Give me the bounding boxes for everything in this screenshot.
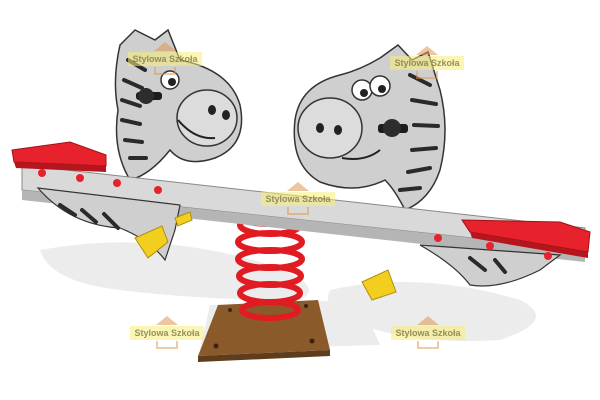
- beam-bolts: [38, 169, 552, 260]
- right-zebra-panel: [293, 44, 446, 211]
- left-zebra-handle: [136, 88, 162, 104]
- right-footrest: [361, 269, 397, 301]
- left-footrest: [134, 211, 193, 259]
- right-seat: [461, 219, 591, 258]
- left-zebra-panel: [114, 28, 243, 181]
- left-seat: [11, 141, 107, 172]
- right-zebra-handle: [378, 119, 408, 137]
- seesaw-beam: [21, 164, 586, 287]
- base-plate: [198, 300, 330, 362]
- spring: [235, 213, 305, 321]
